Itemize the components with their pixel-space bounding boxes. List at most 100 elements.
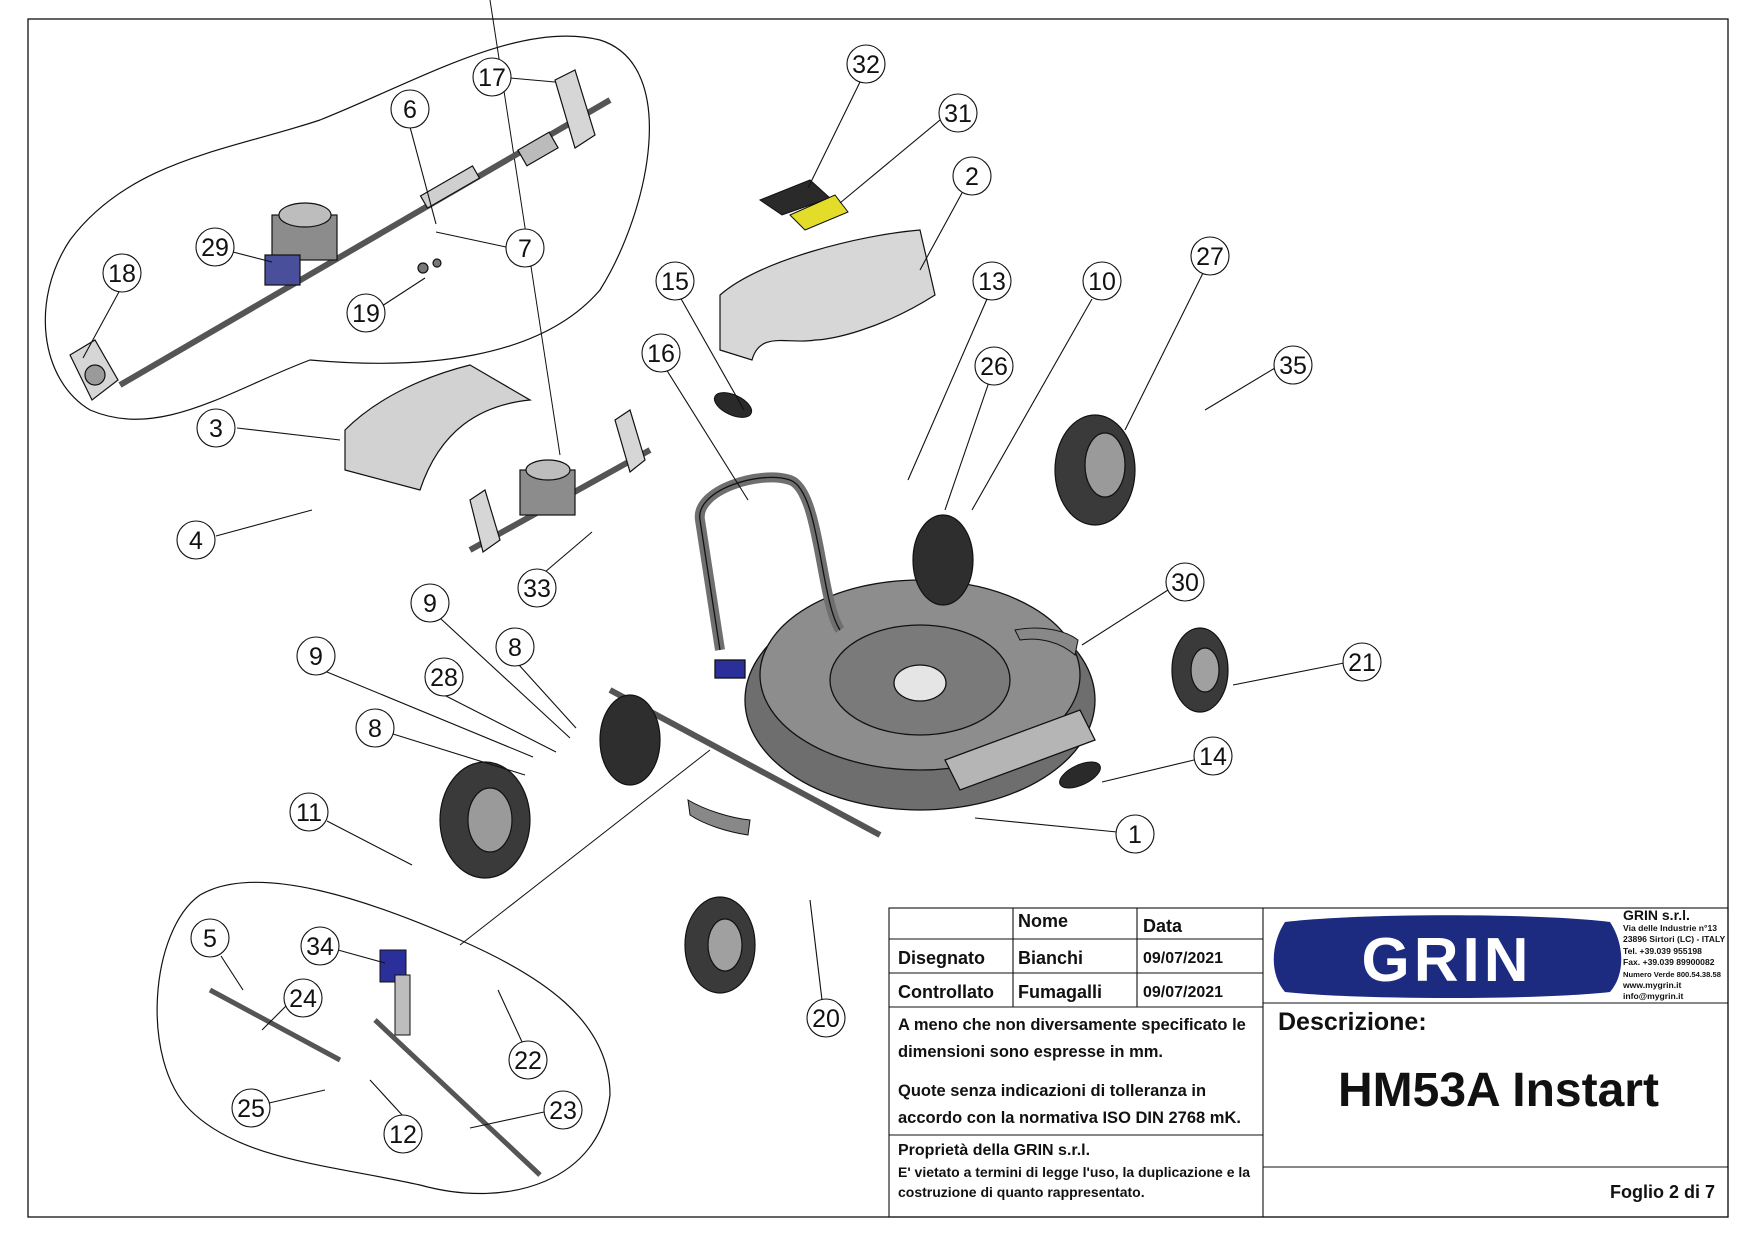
callout-25: 25 [231, 1088, 326, 1128]
header-name: Nome [1018, 911, 1069, 931]
callout-3: 3 [196, 408, 341, 448]
property-text: E' vietato a termini di legge l'uso, la … [898, 1164, 1251, 1200]
callout-13-label: 13 [978, 268, 1006, 296]
detail-enclosure-bottom [156, 881, 611, 1195]
callout-22: 22 [497, 989, 548, 1080]
callout-14-label: 14 [1199, 743, 1227, 771]
company-line: www.mygrin.it [1623, 980, 1682, 991]
callout-7: 7 [435, 228, 545, 268]
callout-8a: 8 [355, 708, 526, 776]
callout-7-label: 7 [518, 235, 532, 263]
drawn-name: Bianchi [1018, 948, 1084, 968]
front-cover [344, 364, 532, 491]
callout-26-label: 26 [980, 353, 1008, 381]
label-plates [758, 179, 849, 231]
grin-logo: GRIN [1273, 915, 1622, 998]
description-label: Descrizione: [1278, 1008, 1427, 1036]
callout-17-label: 17 [478, 64, 506, 92]
callout-6-label: 6 [403, 96, 417, 124]
callout-34-label: 34 [306, 933, 334, 961]
title-block-grid [888, 907, 1729, 1218]
callout-11-label: 11 [296, 799, 322, 827]
callout-9b-label: 9 [423, 590, 437, 618]
callout-20-label: 20 [812, 1005, 840, 1033]
callout-27: 27 [1124, 236, 1230, 431]
callout-30-label: 30 [1171, 569, 1199, 597]
callout-13: 13 [907, 261, 1012, 481]
company-line: Numero Verde 800.54.38.58 [1623, 969, 1721, 979]
header-date: Data [1143, 916, 1183, 936]
callout-16: 16 [641, 333, 749, 501]
callout-6: 6 [390, 89, 437, 225]
company-line: 23896 Sirtori (LC) - ITALY [1623, 934, 1726, 945]
callout-33-label: 33 [523, 575, 551, 603]
callout-8b-label: 8 [508, 634, 522, 662]
rear-deflector [719, 229, 936, 361]
company-line: Tel. +39.039 955198 [1623, 945, 1702, 956]
callout-25-label: 25 [237, 1095, 265, 1123]
checked-name: Fumagalli [1018, 982, 1103, 1002]
callout-28: 28 [424, 657, 557, 753]
callout-21-label: 21 [1348, 649, 1376, 677]
callout-4: 4 [176, 509, 313, 560]
callout-18: 18 [82, 253, 142, 359]
callout-26: 26 [944, 346, 1014, 511]
callout-34: 34 [300, 926, 386, 966]
callout-35: 35 [1204, 345, 1313, 411]
grin-logo-text: GRIN [1362, 926, 1533, 995]
callout-5: 5 [190, 918, 244, 991]
callout-31: 31 [839, 93, 978, 204]
callout-5-label: 5 [203, 925, 217, 953]
detail-leader-bottom [459, 749, 711, 946]
mower-deck [744, 579, 1096, 811]
callout-2-label: 2 [965, 163, 979, 191]
gearbox-assembly [468, 409, 652, 553]
drawn-label: Disegnato [898, 948, 986, 968]
wheels [439, 414, 1229, 994]
callout-10-label: 10 [1088, 268, 1116, 296]
callout-23-label: 23 [549, 1097, 577, 1125]
callout-24: 24 [261, 978, 323, 1031]
company-name: GRIN s.r.l. [1623, 907, 1690, 923]
callout-9a: 9 [296, 636, 534, 758]
callout-28-label: 28 [430, 664, 458, 692]
callout-31-label: 31 [944, 100, 972, 128]
callout-12: 12 [369, 1079, 423, 1154]
company-line: info@mygrin.it [1623, 991, 1684, 1002]
callout-18-label: 18 [108, 260, 136, 288]
callout-17: 17 [472, 57, 556, 97]
callout-2: 2 [919, 156, 992, 271]
note-tolerance: Quote senza indicazioni di tolleranza in… [898, 1082, 1241, 1127]
callout-27-label: 27 [1196, 243, 1224, 271]
callout-20: 20 [806, 899, 846, 1038]
checked-date: 09/07/2021 [1143, 984, 1224, 1001]
callout-23: 23 [469, 1090, 583, 1130]
callout-29: 29 [195, 227, 273, 267]
callout-33: 33 [517, 531, 593, 608]
company-info: GRIN s.r.l. Via delle Industrie n°13 238… [1623, 907, 1727, 1003]
company-line: Via delle Industrie n°13 [1623, 923, 1718, 933]
callout-15: 15 [655, 261, 745, 411]
callout-19-label: 19 [352, 300, 380, 328]
gearbox-axle-detail [69, 69, 612, 401]
sheet-border [27, 18, 1729, 1218]
model-title: HM53A Instart [1338, 1064, 1659, 1117]
callout-30: 30 [1081, 562, 1205, 646]
company-line: Fax. +39.039 89900082 [1623, 957, 1715, 968]
callout-3-label: 3 [209, 415, 223, 443]
drawn-date: 09/07/2021 [1143, 950, 1224, 967]
checked-label: Controllato [898, 982, 994, 1002]
callout-22-label: 22 [514, 1047, 542, 1075]
callout-24-label: 24 [289, 985, 317, 1013]
detail-enclosure-top [44, 35, 650, 420]
callout-35-label: 35 [1279, 352, 1307, 380]
callout-4-label: 4 [189, 527, 203, 555]
callout-16-label: 16 [647, 340, 675, 368]
callout-12-label: 12 [389, 1121, 417, 1149]
callout-14: 14 [1101, 736, 1233, 783]
callout-15-label: 15 [661, 268, 689, 296]
callout-9b: 9 [410, 583, 571, 739]
callout-8a-label: 8 [368, 715, 382, 743]
callout-32-label: 32 [852, 51, 880, 79]
